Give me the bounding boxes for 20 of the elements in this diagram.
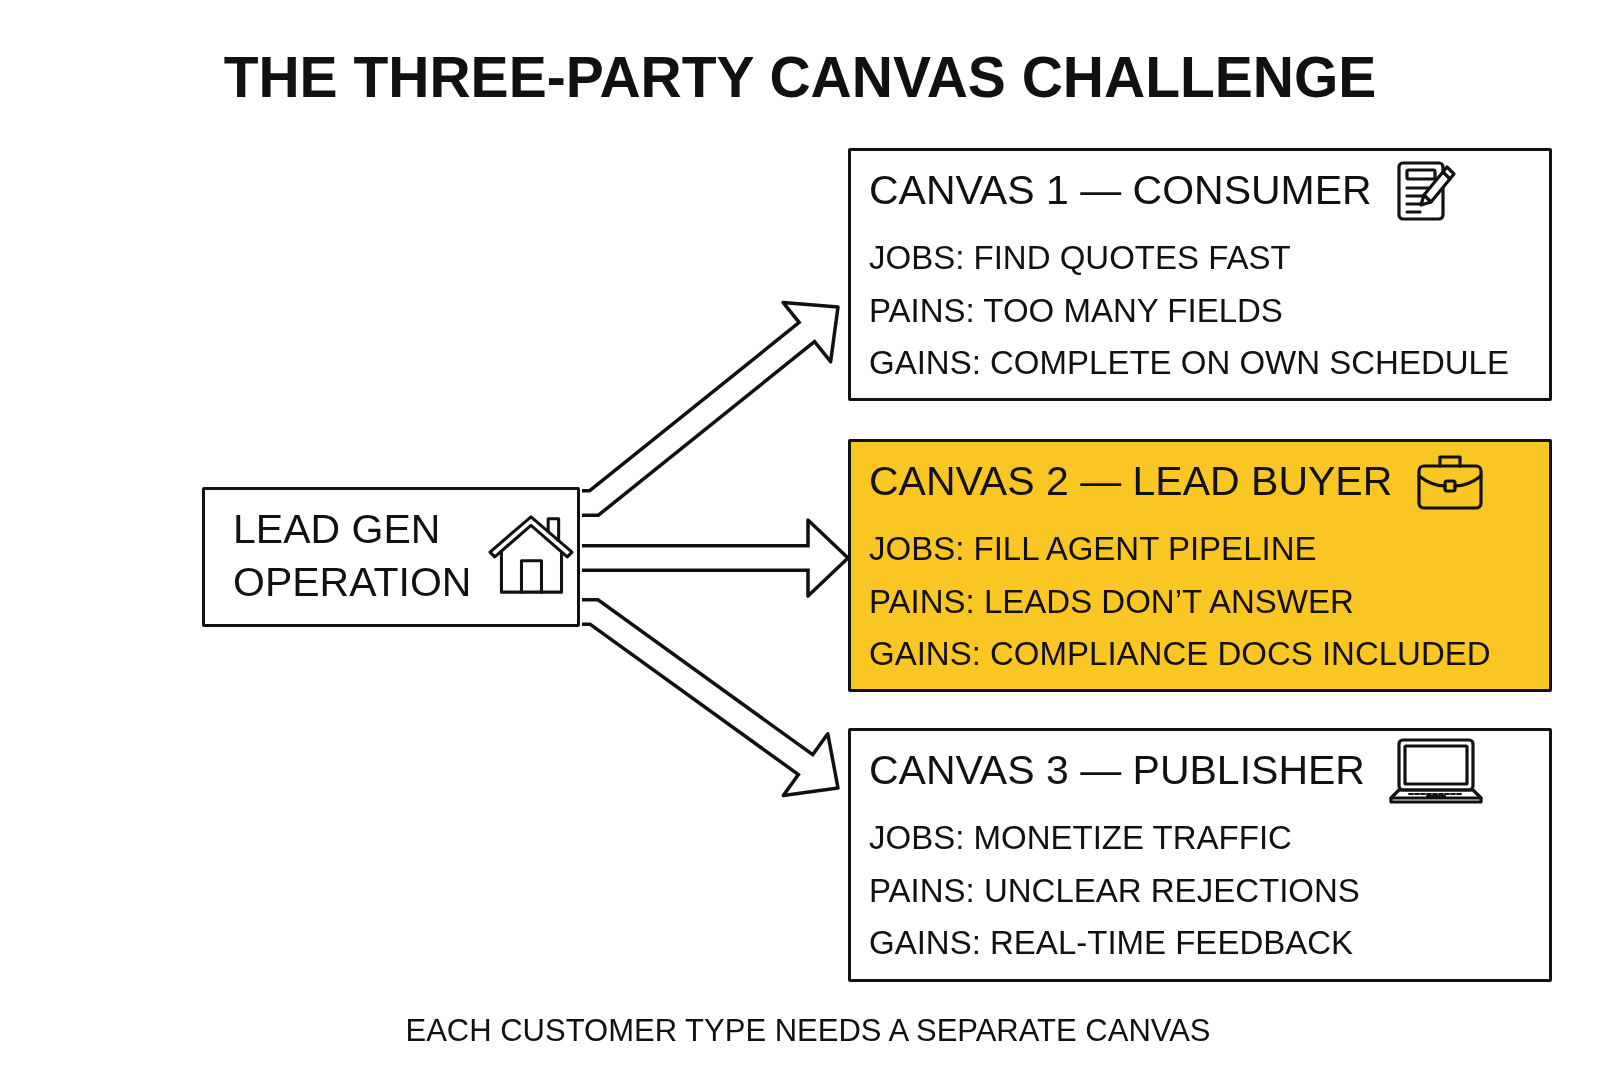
card-heading: CANVAS 3 — PUBLISHER (869, 746, 1365, 795)
card-text: GAINS: REAL-TIME FEEDBACK (869, 923, 1354, 963)
card-text: JOBS: FIND QUOTES FAST (869, 238, 1291, 278)
canvas-card (848, 148, 1552, 401)
card-text: GAINS: COMPLETE ON OWN SCHEDULE (869, 343, 1509, 383)
card-heading: CANVAS 1 — CONSUMER (869, 166, 1372, 215)
process-box (202, 487, 580, 627)
canvas-card (848, 439, 1552, 692)
card-text: JOBS: MONETIZE TRAFFIC (869, 818, 1292, 858)
card-text: JOBS: FILL AGENT PIPELINE (869, 529, 1317, 569)
diagram-title: THE THREE-PARTY CANVAS CHALLENGE (223, 44, 1377, 110)
caption: EACH CUSTOMER TYPE NEEDS A SEPARATE CANVAS (405, 1013, 1211, 1049)
block-arrow (582, 518, 850, 598)
card-text: GAINS: COMPLIANCE DOCS INCLUDED (869, 634, 1491, 674)
card-heading: CANVAS 2 — LEAD BUYER (869, 457, 1393, 506)
canvas-card (848, 728, 1552, 982)
card-text: PAINS: LEADS DON’T ANSWER (869, 581, 1354, 622)
card-text: PAINS: TOO MANY FIELDS (869, 290, 1283, 331)
node-label: LEAD GEN OPERATION (233, 505, 473, 607)
card-text: PAINS: UNCLEAR REJECTIONS (869, 870, 1360, 911)
